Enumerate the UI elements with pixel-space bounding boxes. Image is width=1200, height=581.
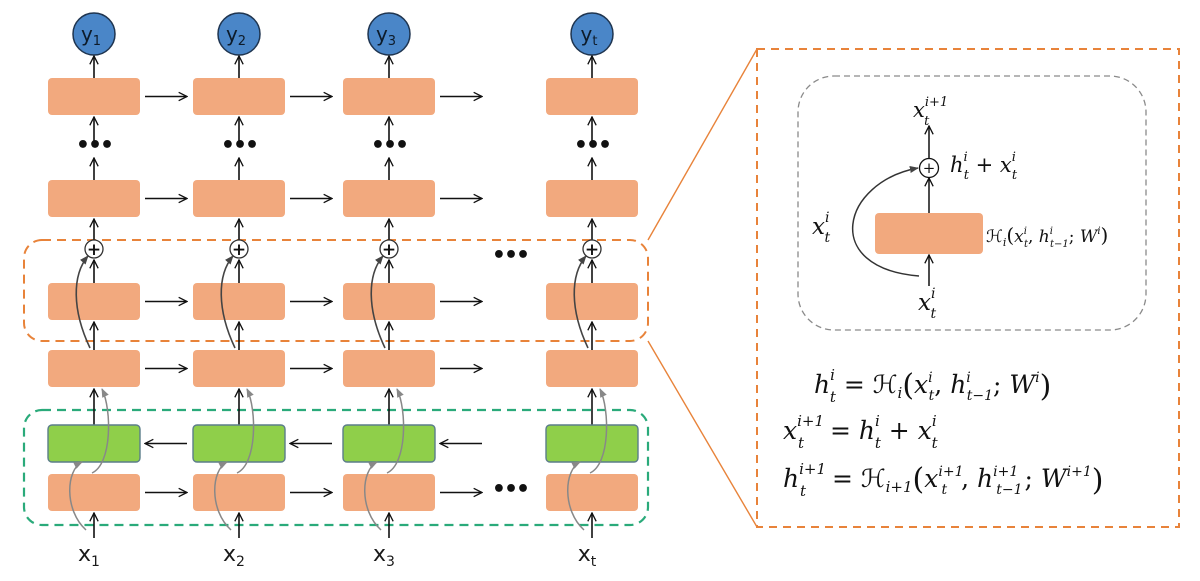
forward-cell: [193, 474, 285, 511]
plus-symbol: +: [382, 240, 396, 260]
bidir-skip-connection: [386, 388, 405, 474]
bidir-skip-connection: [236, 388, 255, 474]
layer3-cell: [193, 180, 285, 217]
residual-skip-connection: [370, 255, 386, 349]
input-label-2: x2: [223, 542, 245, 570]
input-label-4: xt: [578, 542, 597, 570]
column-ellipsis-residual: •••: [492, 243, 528, 268]
forward-cell: [343, 474, 435, 511]
bidir-skip-connection: [69, 461, 87, 531]
top-layer-cell: [343, 78, 435, 115]
residual-layer-cell: [48, 283, 140, 320]
layer3-cell: [546, 180, 638, 217]
layer-ellipsis: •••: [221, 133, 257, 158]
top-layer-cell: [546, 78, 638, 115]
bidir-skip-connection: [214, 461, 232, 531]
layer-ellipsis: •••: [76, 133, 112, 158]
output-label-1: y1: [81, 22, 101, 49]
callout-skip-connection: [851, 165, 920, 277]
bidirectional-layer-region: [22, 408, 650, 527]
top-layer-cell: [193, 78, 285, 115]
residual-layer-cell: [546, 283, 638, 320]
callout-plus-symbol: +: [923, 159, 936, 177]
bidir-skip-connection: [364, 461, 382, 531]
top-layer-cell: [48, 78, 140, 115]
backward-cell: [545, 424, 639, 463]
layer1-cell: [546, 350, 638, 387]
callout-box: [756, 48, 1180, 528]
bidir-skip-connection: [589, 388, 608, 474]
layer3-cell: [343, 180, 435, 217]
residual-skip-connection: [573, 255, 589, 349]
plus-symbol: +: [585, 240, 599, 260]
plus-symbol: +: [87, 240, 101, 260]
column-ellipsis-bidir: •••: [492, 477, 528, 502]
layer1-cell: [193, 350, 285, 387]
output-node-4: [570, 12, 614, 56]
layer1-cell: [48, 350, 140, 387]
zoom-connector-bottom: [647, 340, 758, 528]
layer3-cell: [48, 180, 140, 217]
residual-sum-node: [84, 239, 104, 259]
backward-cell: [47, 424, 141, 463]
backward-cell: [192, 424, 286, 463]
layer1-cell: [343, 350, 435, 387]
layer-ellipsis: •••: [574, 133, 610, 158]
callout-plus-node: [918, 157, 940, 179]
layer-ellipsis: •••: [371, 133, 407, 158]
plus-symbol: +: [232, 240, 246, 260]
output-node-3: [367, 12, 411, 56]
output-label-3: y3: [376, 22, 396, 49]
residual-layer-region: [23, 239, 649, 342]
residual-layer-cell: [193, 283, 285, 320]
forward-cell: [546, 474, 638, 511]
residual-layer-cell: [343, 283, 435, 320]
backward-cell: [342, 424, 436, 463]
output-node-2: [217, 12, 261, 56]
output-label-2: y2: [226, 22, 246, 49]
residual-skip-connection: [75, 255, 91, 349]
zoom-connector-top: [647, 48, 758, 241]
output-label-4: yt: [581, 22, 598, 49]
residual-skip-connection: [220, 255, 236, 349]
residual-sum-node: [229, 239, 249, 259]
bidir-skip-connection: [567, 461, 585, 531]
input-label-1: x1: [78, 542, 100, 570]
input-label-3: x3: [373, 542, 395, 570]
forward-cell: [48, 474, 140, 511]
residual-sum-node: [582, 239, 602, 259]
residual-block-detail-box: [797, 75, 1147, 331]
residual-block-cell: [875, 213, 983, 254]
bidir-skip-connection: [91, 388, 110, 474]
residual-sum-node: [379, 239, 399, 259]
cell-grid: y1 ••• + x1 y2 ••• + x2 y3 ••• + x3 yt ••• + xt ••• •••: [47, 12, 639, 570]
output-node-1: [72, 12, 116, 56]
